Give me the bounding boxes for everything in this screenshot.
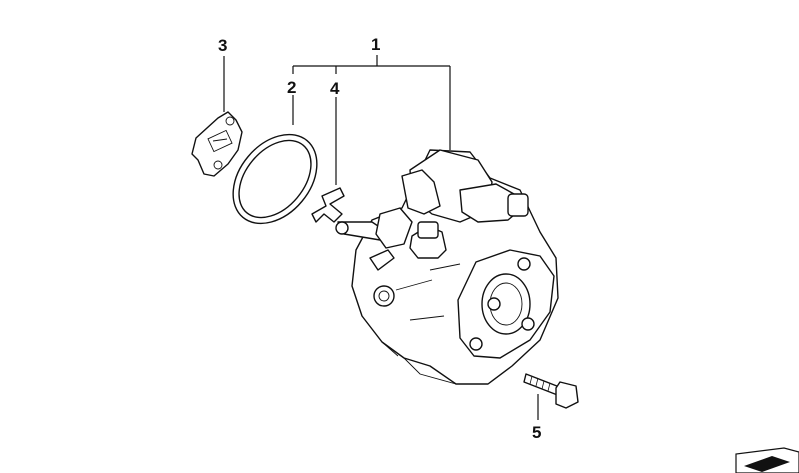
callout-2: 2: [287, 78, 297, 97]
part-2-o-ring: [232, 133, 318, 225]
callout-3: 3: [218, 36, 228, 55]
part-3-flange-plate: [191, 111, 243, 177]
callout-1: 1: [371, 35, 381, 54]
parts-catalog-logo-icon: [735, 447, 799, 473]
part-1-high-pressure-pump: [335, 149, 559, 385]
leader-lines: [223, 55, 539, 420]
callout-5: 5: [532, 423, 542, 442]
part-4-retaining-clip: [311, 187, 345, 223]
callout-4: 4: [330, 79, 340, 98]
part-5-bolt: [523, 373, 579, 409]
